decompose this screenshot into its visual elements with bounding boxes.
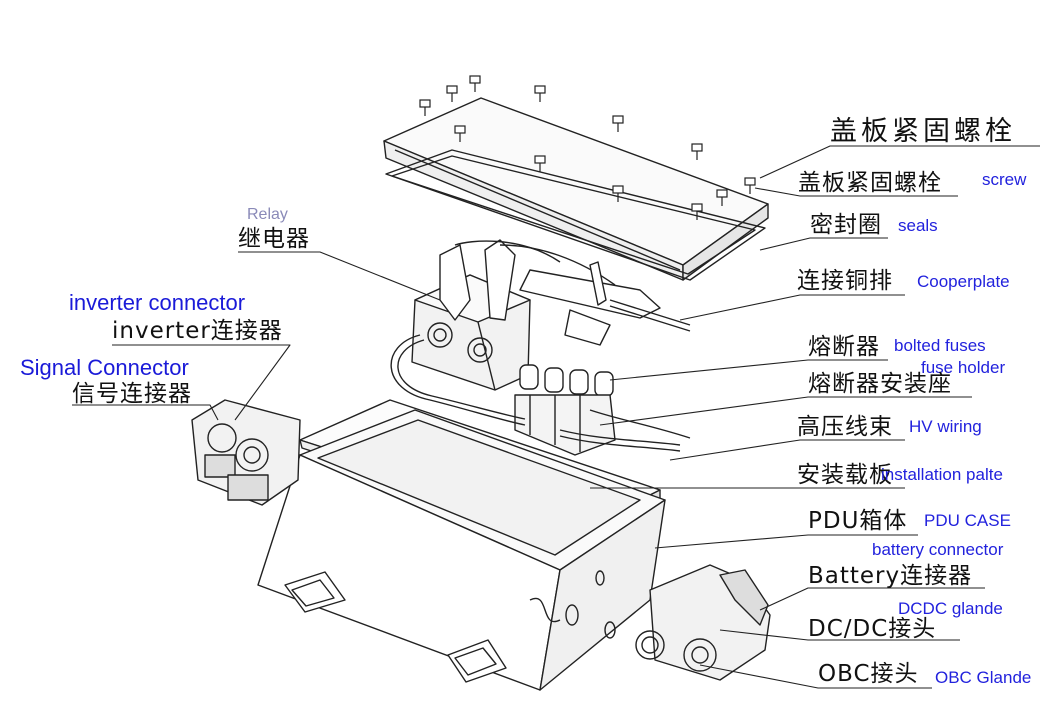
- seal-gasket: [385, 149, 766, 281]
- label-relay-cn: 继电器: [238, 226, 310, 252]
- label-installation-plate: installation palte: [881, 465, 1003, 484]
- inverter-signal-connector: [191, 399, 301, 506]
- battery-dcdc-obc-connectors: [635, 564, 771, 681]
- label-mount-plate: 安装载板: [797, 462, 893, 488]
- label-dcdc-joint: DC/DC接头: [808, 616, 937, 642]
- label-seals: seals: [898, 216, 938, 235]
- label-inverter-en: inverter connector: [69, 290, 246, 315]
- label-cover-bolts-top: 盖板紧固螺栓: [830, 116, 1016, 147]
- label-obc-joint: OBC接头: [818, 661, 919, 687]
- label-battery-connector-en: battery connector: [872, 540, 1004, 559]
- cover-plate: [383, 97, 769, 281]
- label-fuse-holder-en: fuse holder: [921, 358, 1006, 377]
- label-pdu-case: PDU CASE: [924, 511, 1011, 530]
- label-signal-cn: 信号连接器: [72, 381, 192, 407]
- label-battery-connector-cn: Battery连接器: [808, 563, 973, 589]
- label-cooperplate: Cooperplate: [917, 272, 1010, 291]
- fuse-assembly: [514, 364, 616, 456]
- label-fuse-holder-cn: 熔断器安装座: [808, 371, 952, 397]
- label-copper-bar: 连接铜排: [797, 268, 893, 294]
- label-hv-harness: 高压线束: [797, 414, 893, 440]
- label-inverter-cn: inverter连接器: [112, 318, 283, 344]
- hv-wiring-harness: [390, 334, 691, 452]
- label-signal-en: Signal Connector: [20, 355, 189, 380]
- cover-bolt-set: [419, 75, 756, 220]
- label-cover-bolts: 盖板紧固螺栓: [798, 170, 942, 196]
- label-dcdc-glande: DCDC glande: [898, 599, 1003, 618]
- label-hv-wiring: HV wiring: [909, 417, 982, 436]
- label-seal-ring: 密封圈: [810, 212, 882, 238]
- label-screw: screw: [982, 170, 1027, 189]
- label-pdu-box: PDU箱体: [808, 508, 908, 534]
- label-fuse: 熔断器: [808, 334, 880, 360]
- copper-busbars: [519, 261, 691, 346]
- label-relay-en: Relay: [247, 206, 288, 223]
- label-bolted-fuses: bolted fuses: [894, 336, 986, 355]
- label-obc-glande: OBC Glande: [935, 668, 1032, 687]
- pdu-case: [257, 409, 666, 691]
- leader-lines: [72, 145, 1040, 689]
